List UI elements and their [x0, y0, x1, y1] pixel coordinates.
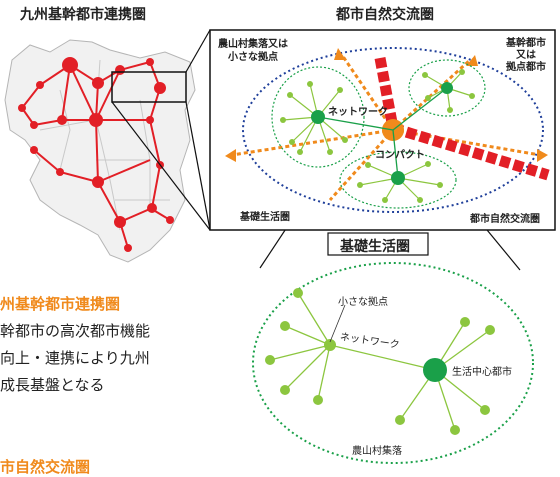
- label-leaders: [329, 304, 346, 343]
- basic-area-left: [271, 66, 365, 168]
- zoom-box: [111, 71, 187, 103]
- description-line-2: 向上・連携により九州: [0, 349, 150, 367]
- trunk-corridor: [374, 56, 550, 181]
- basic-living-panel: [252, 232, 534, 464]
- spoke-lines: [282, 71, 473, 201]
- outward-arrows: [231, 54, 541, 202]
- center-city-label: 生活中心都市: [452, 367, 512, 378]
- rural-settlement-label: 農山村集落: [352, 446, 402, 457]
- basic-panel-title: 基礎生活圏: [340, 239, 410, 255]
- basic-area-bottom: [339, 151, 457, 209]
- network-label: ネットワーク: [328, 107, 388, 118]
- basic-area-right: [408, 59, 486, 117]
- basic-living-boundary: [252, 262, 534, 464]
- network-links: [317, 87, 448, 179]
- spoke-nodes: [280, 69, 475, 203]
- heading-kyushu-network: 州基幹都市連携圏: [0, 295, 121, 313]
- basic-area-label: 基礎生活圏: [240, 212, 290, 223]
- urban-panel-title: 都市自然交流圏: [336, 7, 434, 23]
- compact-label: コンパクト: [375, 150, 425, 161]
- small-hub-label: 小さな拠点: [338, 297, 388, 308]
- kyushu-map: [4, 39, 196, 263]
- base-city-label: 基幹都市 又は 拠点都市: [506, 38, 546, 73]
- arrow-heads: [225, 48, 548, 162]
- basic-title-box: [327, 232, 429, 256]
- rural-hub-label: 農山村集落又は 小さな拠点: [218, 39, 288, 63]
- description-line-3: 成長基盤となる: [0, 376, 105, 394]
- urban-exchange-panel: [209, 29, 556, 231]
- basic-spoke-lines: [269, 292, 491, 431]
- life-center-city-node: [423, 358, 447, 382]
- exchange-area-label: 都市自然交流圏: [470, 214, 540, 225]
- city-nodes: [18, 57, 174, 252]
- description-line-1: 幹都市の高次都市機能: [0, 322, 151, 340]
- map-title: 九州基幹都市連携圏: [20, 7, 146, 23]
- heading-urban-exchange: 市自然交流圏: [0, 458, 91, 476]
- basic-spoke-nodes: [265, 288, 495, 435]
- exchange-area-boundary: [242, 47, 544, 213]
